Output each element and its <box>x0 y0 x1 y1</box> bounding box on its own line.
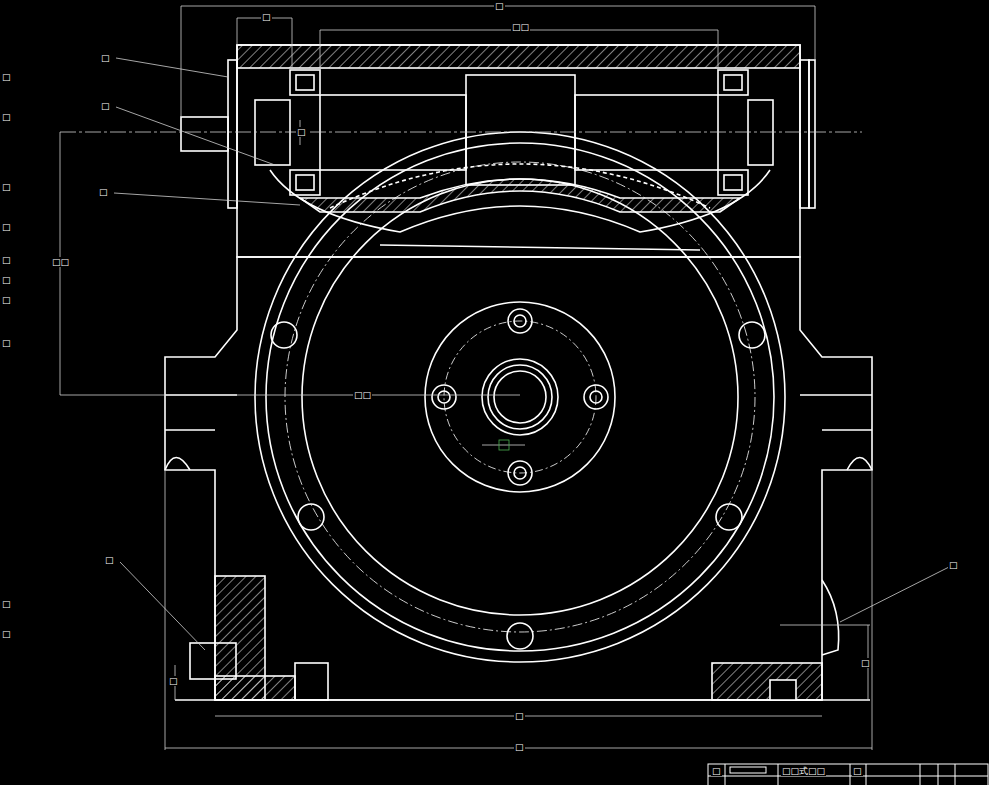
dimension-label: □ <box>514 711 525 721</box>
dimension-label: □ <box>296 127 307 137</box>
housing-outline <box>165 45 872 700</box>
sheet-mark: □ <box>1 72 12 82</box>
title-cell: □□式□□ <box>781 766 826 776</box>
sheet-mark: □ <box>1 275 12 285</box>
title-block <box>708 764 988 785</box>
dimension-label: □□ <box>353 390 372 400</box>
dimension-label: □ <box>860 658 871 668</box>
sheet-mark: □ <box>1 599 12 609</box>
title-cell: □ <box>852 766 863 776</box>
dimension-label: □□ <box>51 257 70 267</box>
sheet-mark: □ <box>1 255 12 265</box>
center-lines <box>60 132 862 450</box>
sheet-mark: □ <box>1 338 12 348</box>
dimension-label: □ <box>948 560 959 570</box>
dimension-label: □□ <box>511 22 530 32</box>
dimension-lines <box>60 6 872 750</box>
dimension-label: □ <box>494 1 505 11</box>
sheet-mark: □ <box>1 182 12 192</box>
dimension-label: □ <box>98 187 109 197</box>
sheet-mark: □ <box>1 222 12 232</box>
dimension-label: □ <box>168 676 179 686</box>
leader-lines <box>114 58 949 650</box>
sheet-mark: □ <box>1 629 12 639</box>
dimension-label: □ <box>100 101 111 111</box>
dimension-label: □ <box>104 555 115 565</box>
sheet-mark: □ <box>1 112 12 122</box>
title-cell: □ <box>711 766 722 776</box>
sheet-mark: □ <box>1 295 12 305</box>
dimension-label: □ <box>261 12 272 22</box>
dimension-label: □ <box>514 742 525 752</box>
dimension-label: □ <box>100 53 111 63</box>
